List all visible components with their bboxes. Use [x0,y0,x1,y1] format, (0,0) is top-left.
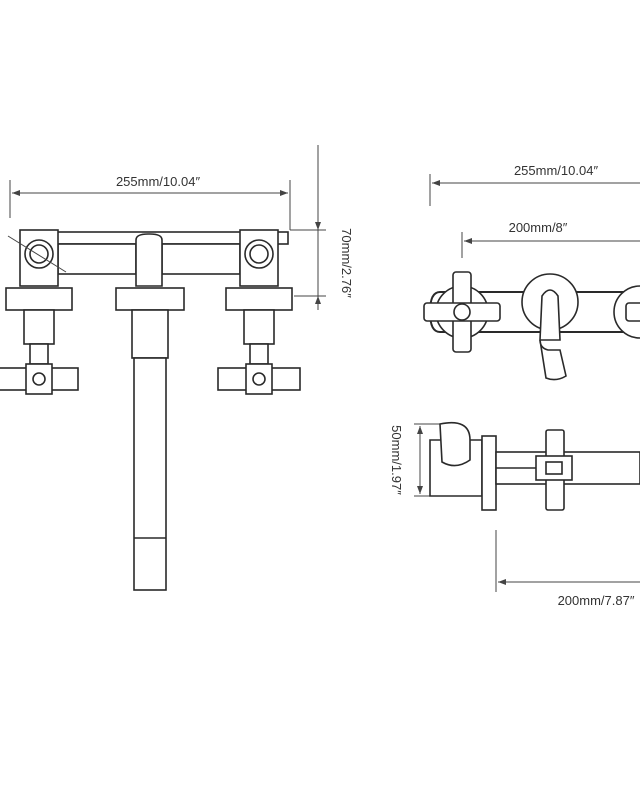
left-stem-neck [29,343,49,365]
spout-pipe [133,357,167,591]
side-wall-plate [481,435,497,511]
side-view: 50mm/1.97″ 200mm/7.87″ [389,421,640,608]
front-width-arrow-right [280,190,288,196]
right-flange [225,287,293,311]
front-height-label: 70mm/2.76″ [339,228,354,298]
top-spacing-arrow-left [464,238,472,244]
right-stem-body [243,309,275,345]
top-view: 255mm/10.04″ 200mm/8″ [423,163,640,381]
side-handle-cap [545,461,563,475]
side-depth-label: 200mm/7.87″ [558,593,635,608]
connecting-body-left [57,243,137,275]
front-height-arrow-bottom [315,296,321,304]
top-right-handle-arm [625,302,640,322]
spout-body [135,233,163,287]
left-handle-cap [32,372,46,386]
front-view: 255mm/10.04″ 70mm/2.76″ [0,145,354,591]
top-width-arrow-left [432,180,440,186]
front-height-arrow-top [315,222,321,230]
front-width-label: 255mm/10.04″ [116,174,200,189]
right-valve-inner-ring [249,244,269,264]
top-left-handle-cap [453,303,471,321]
side-height-label: 50mm/1.97″ [389,425,404,495]
left-stem-body [23,309,55,345]
right-stem-neck [249,343,269,365]
top-spout-neck [539,289,561,341]
front-width-arrow-left [12,190,20,196]
right-handle-cap [252,372,266,386]
top-spout-outlet [539,339,567,381]
top-width-label: 255mm/10.04″ [514,163,598,178]
spout-neck [131,309,169,359]
side-depth-arrow-left [498,579,506,585]
side-spout-outlet [439,421,471,467]
left-valve-inner-ring [29,244,49,264]
spout-flange [115,287,185,311]
side-height-arrow-bottom [417,486,423,494]
left-valve-diagonal [7,235,67,273]
top-spacing-label: 200mm/8″ [509,220,568,235]
connecting-body-right [161,243,241,275]
left-flange [5,287,73,311]
side-height-arrow-top [417,426,423,434]
